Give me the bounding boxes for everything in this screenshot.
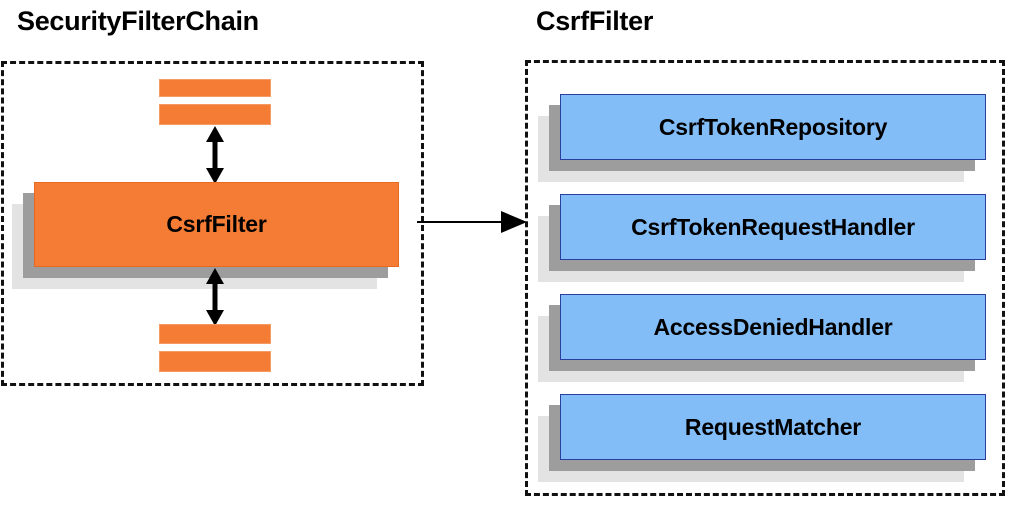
arrow-up-down-bottom — [206, 268, 224, 326]
page-title-csrf-filter: CsrfFilter — [536, 6, 654, 36]
collaborator-card-face: AccessDeniedHandler — [560, 294, 986, 360]
security-filter-chain-container — [1, 61, 424, 386]
filter-bar-bottom-2 — [159, 351, 271, 372]
csrf-filter-card-face: CsrfFilter — [34, 182, 399, 267]
collaborator-card-label: RequestMatcher — [684, 413, 862, 440]
collaborator-card-access-denied-handler[interactable]: AccessDeniedHandler — [538, 294, 986, 382]
csrf-filter-card-label: CsrfFilter — [166, 211, 267, 237]
filter-bar-top-2 — [159, 104, 271, 125]
csrf-filter-card[interactable]: CsrfFilter — [12, 182, 399, 289]
collaborator-card-label: CsrfTokenRepository — [658, 113, 888, 140]
arrow-up-down-top — [206, 126, 224, 184]
collaborator-card-csrf-token-request-handler[interactable]: CsrfTokenRequestHandler — [538, 194, 986, 282]
collaborator-card-face: CsrfTokenRepository — [560, 94, 986, 160]
collaborator-card-face: RequestMatcher — [560, 394, 986, 460]
arrow-left-to-right — [417, 211, 527, 233]
filter-bar-top-1 — [159, 79, 271, 97]
collaborator-card-label: AccessDeniedHandler — [653, 313, 893, 340]
collaborator-card-csrf-token-repository[interactable]: CsrfTokenRepository — [538, 94, 986, 182]
filter-bar-bottom-1 — [159, 324, 271, 344]
collaborator-card-request-matcher[interactable]: RequestMatcher — [538, 394, 986, 482]
collaborator-card-face: CsrfTokenRequestHandler — [560, 194, 986, 260]
csrf-filter-container — [525, 60, 1005, 496]
collaborator-card-label: CsrfTokenRequestHandler — [631, 213, 915, 240]
page-title-security-filter-chain: SecurityFilterChain — [17, 6, 259, 36]
